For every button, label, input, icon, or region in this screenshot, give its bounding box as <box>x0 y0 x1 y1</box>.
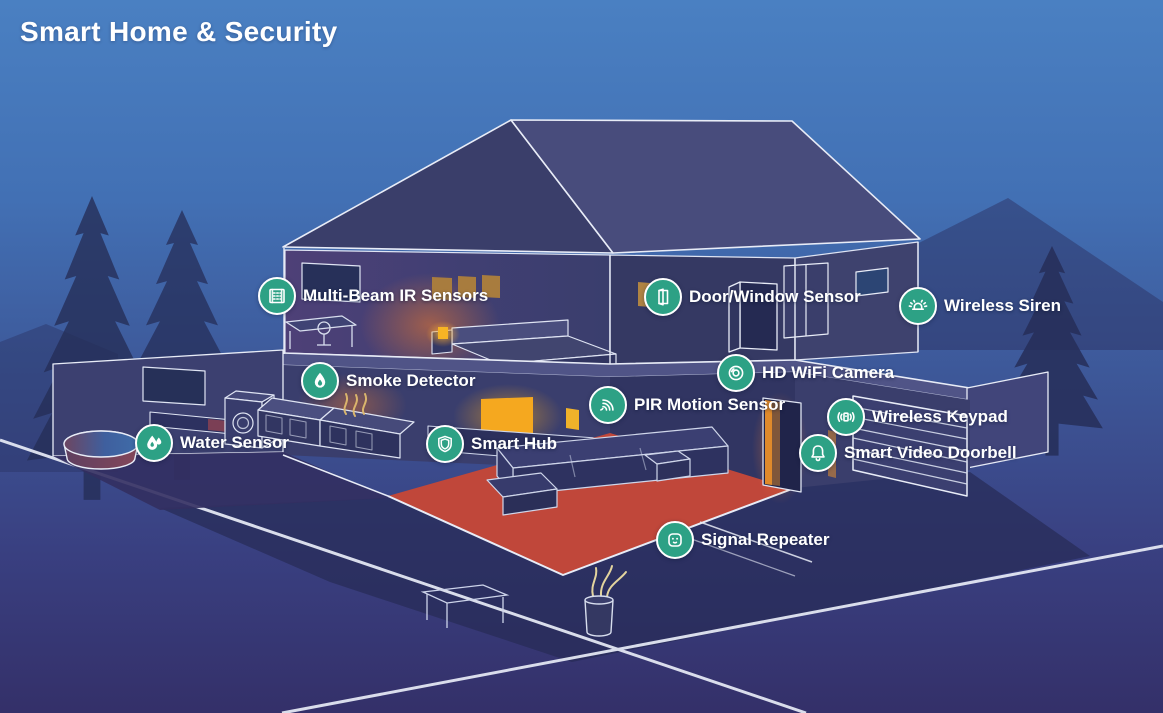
device-label: PIR Motion Sensor <box>634 395 786 414</box>
patio-steps <box>682 521 813 577</box>
hub-device <box>566 408 579 430</box>
device-water-sensor: Water Sensor <box>135 424 289 462</box>
door-window-icon <box>644 278 682 316</box>
water-drop-icon <box>135 424 173 462</box>
tv-screen <box>481 397 533 437</box>
device-signal-repeater: Signal Repeater <box>656 521 830 559</box>
planter-pot <box>584 565 627 637</box>
device-label: Signal Repeater <box>701 530 830 549</box>
device-label: Wireless Siren <box>944 296 1062 315</box>
front-door <box>762 397 802 493</box>
house-roof <box>282 119 921 254</box>
device-label: Wireless Keypad <box>872 407 1008 426</box>
device-label: Smart Video Doorbell <box>844 443 1017 462</box>
device-pir-motion-sensor: PIR Motion Sensor <box>589 386 785 424</box>
camera-lens-icon <box>717 354 755 392</box>
upstairs-door <box>728 281 778 353</box>
smoke-wisps <box>343 393 367 417</box>
device-label: Multi-Beam IR Sensors <box>303 286 489 305</box>
device-label: Smart Hub <box>471 434 557 453</box>
device-hd-wifi-camera: HD WiFi Camera <box>717 354 894 392</box>
device-label: Door/Window Sensor <box>689 287 861 306</box>
keypad-icon <box>827 398 865 436</box>
shield-icon <box>426 425 464 463</box>
sofa <box>486 426 729 516</box>
ir-beam-icon <box>258 277 296 315</box>
device-wireless-keypad: Wireless Keypad <box>827 398 1008 436</box>
motion-waves-icon <box>589 386 627 424</box>
device-door-window-sensor: Door/Window Sensor <box>644 278 861 316</box>
page-title: Smart Home & Security <box>20 16 338 47</box>
repeater-icon <box>656 521 694 559</box>
device-label: Smoke Detector <box>346 371 476 390</box>
upstairs-window <box>855 267 889 297</box>
bedside-lamp <box>438 327 448 339</box>
bedroom-tv <box>301 262 361 303</box>
kitchen-counters <box>257 397 415 459</box>
house <box>52 119 1049 577</box>
doorbell-icon <box>799 434 837 472</box>
device-smoke-detector: Smoke Detector <box>301 362 475 400</box>
garden-bench <box>420 584 510 628</box>
device-label: Water Sensor <box>180 433 289 452</box>
device-smart-video-doorbell: Smart Video Doorbell <box>799 434 1017 472</box>
device-wireless-siren: Wireless Siren <box>899 287 1061 325</box>
bathtub <box>63 430 139 470</box>
device-label: HD WiFi Camera <box>762 363 895 382</box>
siren-icon <box>899 287 937 325</box>
garage-door <box>852 395 968 497</box>
annex-tv <box>142 366 206 406</box>
device-multi-beam-ir-sensors: Multi-Beam IR Sensors <box>258 277 488 315</box>
flame-icon <box>301 362 339 400</box>
bedroom-desk <box>285 315 357 349</box>
patio-ground <box>160 472 1090 662</box>
device-smart-hub: Smart Hub <box>426 425 557 463</box>
